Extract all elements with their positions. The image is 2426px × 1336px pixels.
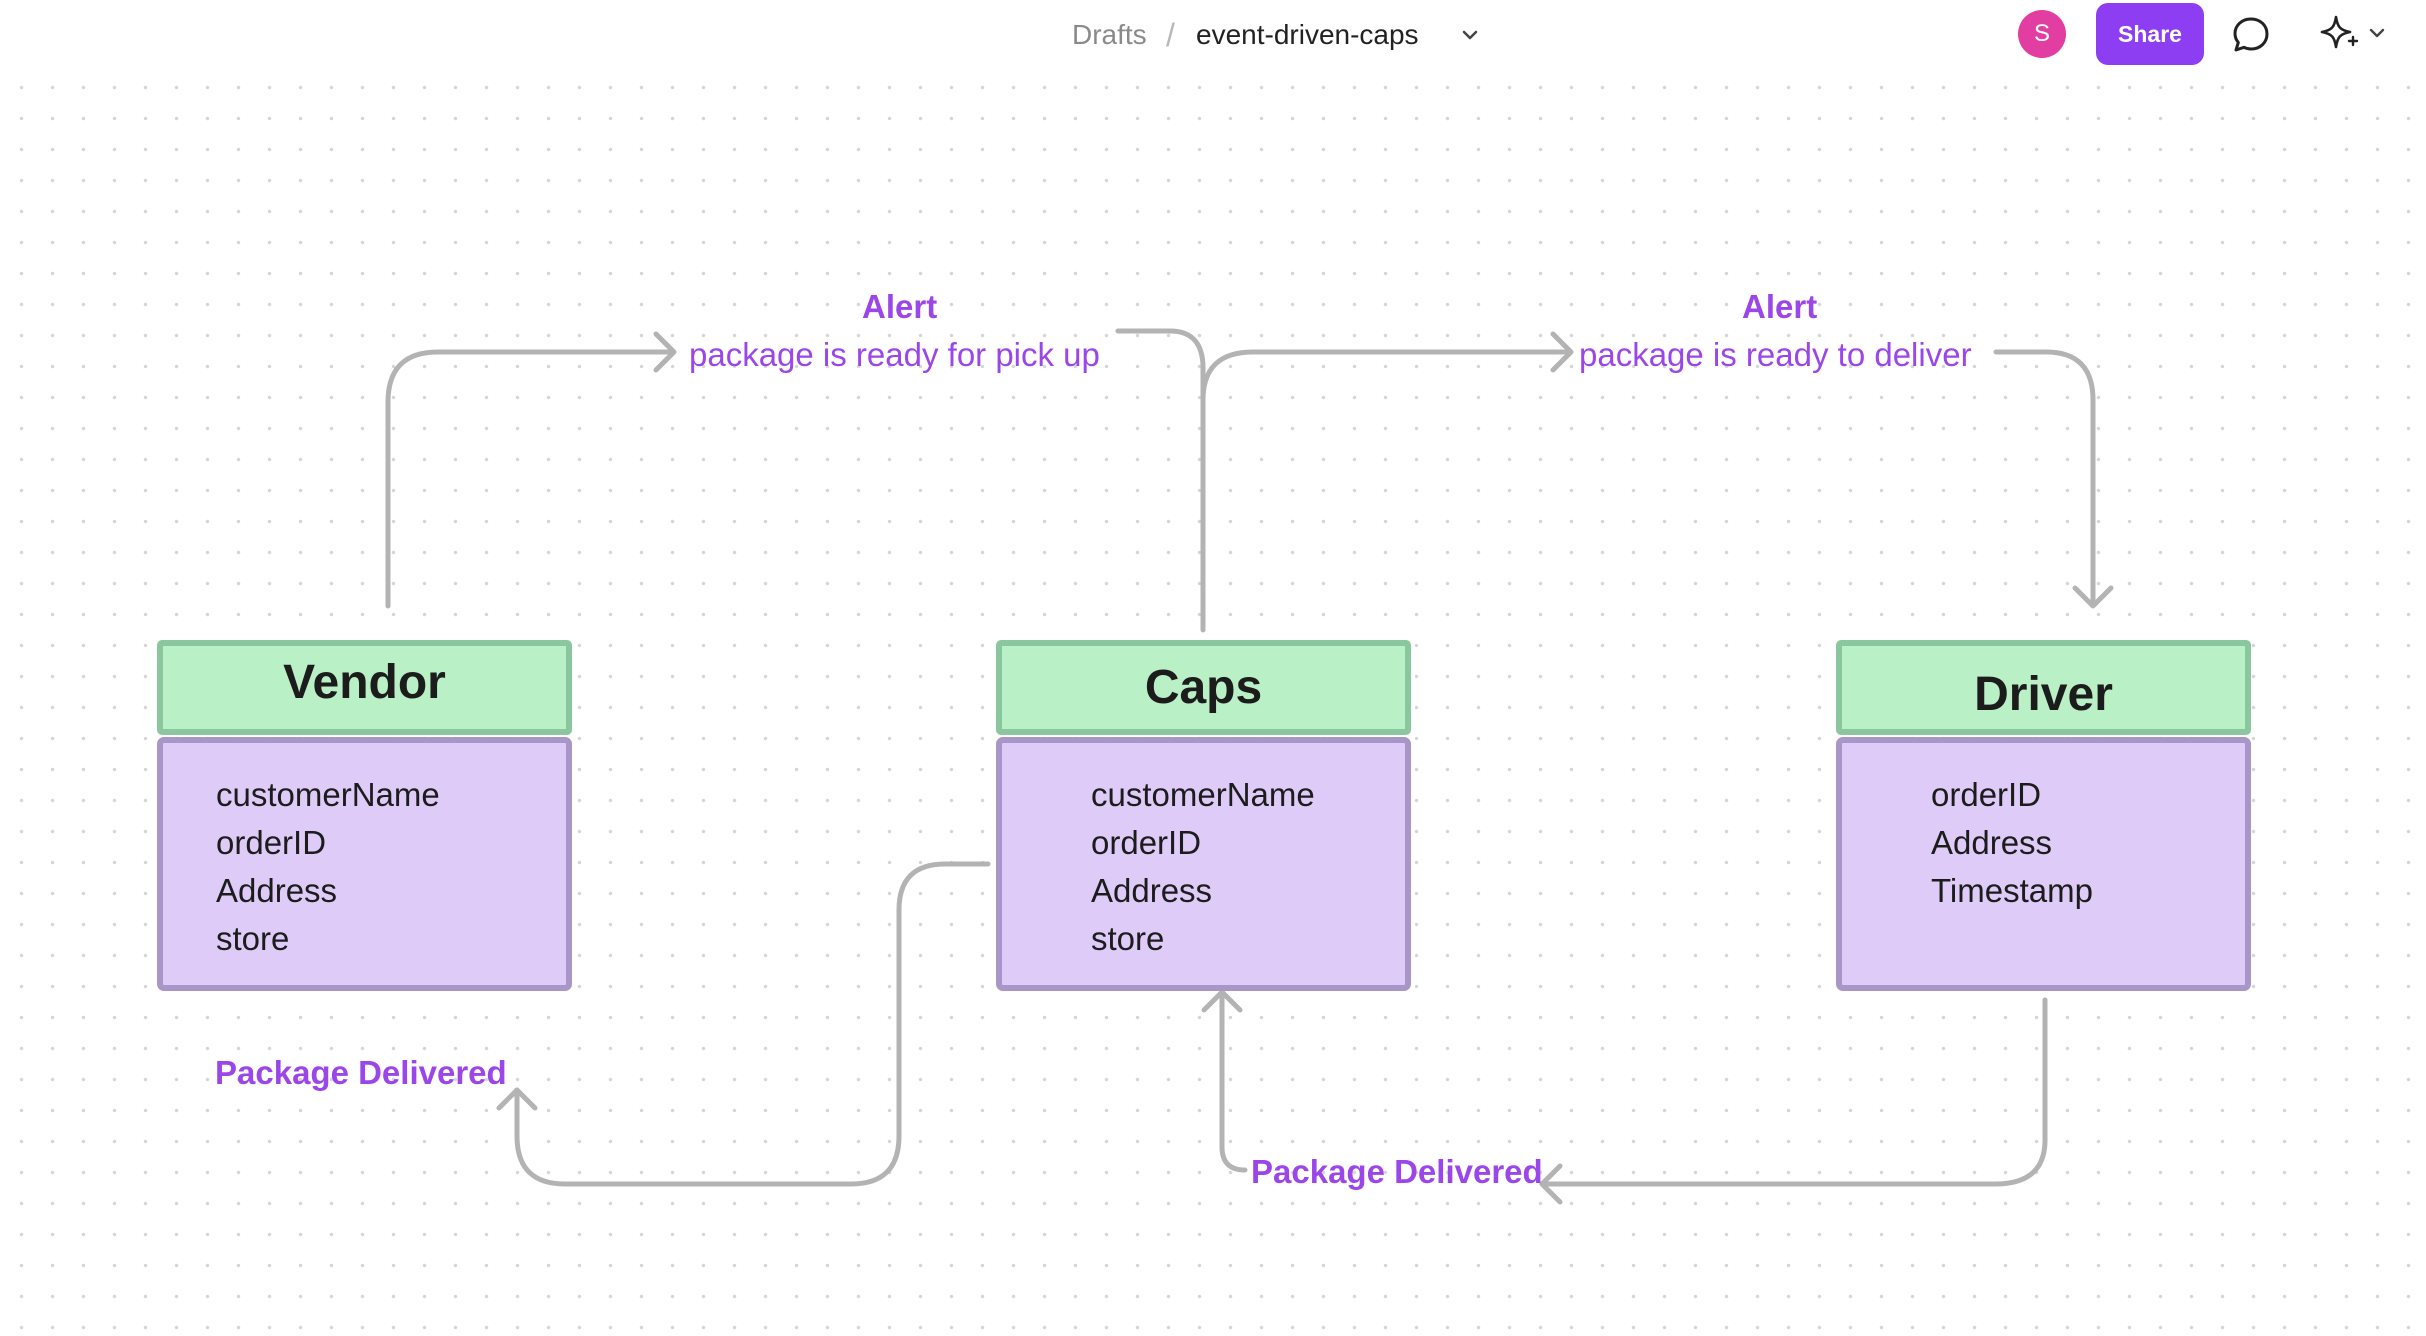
arrowhead-pickup-alert	[653, 331, 677, 373]
alert-pickup-title[interactable]: Alert	[862, 288, 938, 325]
connector-delivered-to-caps	[1219, 989, 1248, 1173]
driver-field: Address	[1931, 824, 2053, 861]
package-delivered-vendor-label[interactable]: Package Delivered	[215, 1054, 507, 1091]
vendor-field: Address	[216, 872, 338, 909]
breadcrumb-separator: /	[1166, 16, 1175, 53]
user-avatar[interactable]: S	[2018, 10, 2066, 58]
connector-driver-to-delivered	[1539, 997, 2048, 1187]
ai-assist-button[interactable]	[2312, 10, 2392, 58]
alert-deliver-title[interactable]: Alert	[1742, 288, 1818, 325]
breadcrumb-drafts[interactable]: Drafts	[1072, 19, 1147, 50]
vendor-field: customerName	[216, 776, 440, 813]
arrowhead-deliver-alert	[1550, 331, 1574, 373]
caps-fields[interactable]: customerName orderID Address store	[996, 737, 1411, 991]
comment-icon[interactable]	[2228, 12, 2274, 58]
connector-caps-to-delivered	[514, 861, 991, 1187]
vendor-header[interactable]: Vendor	[157, 640, 572, 735]
vendor-field: store	[216, 920, 290, 957]
caps-field: Address	[1091, 872, 1213, 909]
driver-field: orderID	[1931, 776, 2042, 813]
caps-header[interactable]: Caps	[996, 640, 1411, 735]
alert-pickup-text[interactable]: package is ready for pick up	[689, 336, 1100, 373]
file-menu-chevron-down-icon[interactable]	[1457, 20, 1483, 50]
sparkle-icon	[2320, 15, 2385, 49]
arrowhead-driver	[2072, 585, 2114, 609]
connector-pickup-alert-to-caps	[1115, 328, 1206, 633]
arrowhead-delivered-vendor	[496, 1087, 538, 1111]
arrowhead-caps-bottom	[1201, 989, 1243, 1013]
file-name[interactable]: event-driven-caps	[1196, 19, 1419, 50]
connector-deliver-alert-to-driver	[1993, 349, 2096, 607]
connector-vendor-to-pickup-alert	[385, 349, 675, 609]
arrowhead-delivered-caps	[1539, 1163, 1563, 1205]
connector-caps-to-deliver-alert	[1200, 349, 1573, 403]
share-button[interactable]: Share	[2096, 3, 2204, 65]
vendor-fields[interactable]: customerName orderID Address store	[157, 737, 572, 991]
caps-field: customerName	[1091, 776, 1315, 813]
caps-field: orderID	[1091, 824, 1202, 861]
driver-fields[interactable]: orderID Address Timestamp	[1836, 737, 2251, 991]
alert-deliver-text[interactable]: package is ready to deliver	[1579, 336, 1972, 373]
driver-header[interactable]: Driver	[1836, 640, 2251, 735]
vendor-field: orderID	[216, 824, 327, 861]
package-delivered-caps-label[interactable]: Package Delivered	[1251, 1153, 1543, 1190]
top-toolbar: Drafts / event-driven-caps S Share	[0, 0, 2426, 70]
caps-field: store	[1091, 920, 1165, 957]
driver-field: Timestamp	[1931, 872, 2093, 909]
